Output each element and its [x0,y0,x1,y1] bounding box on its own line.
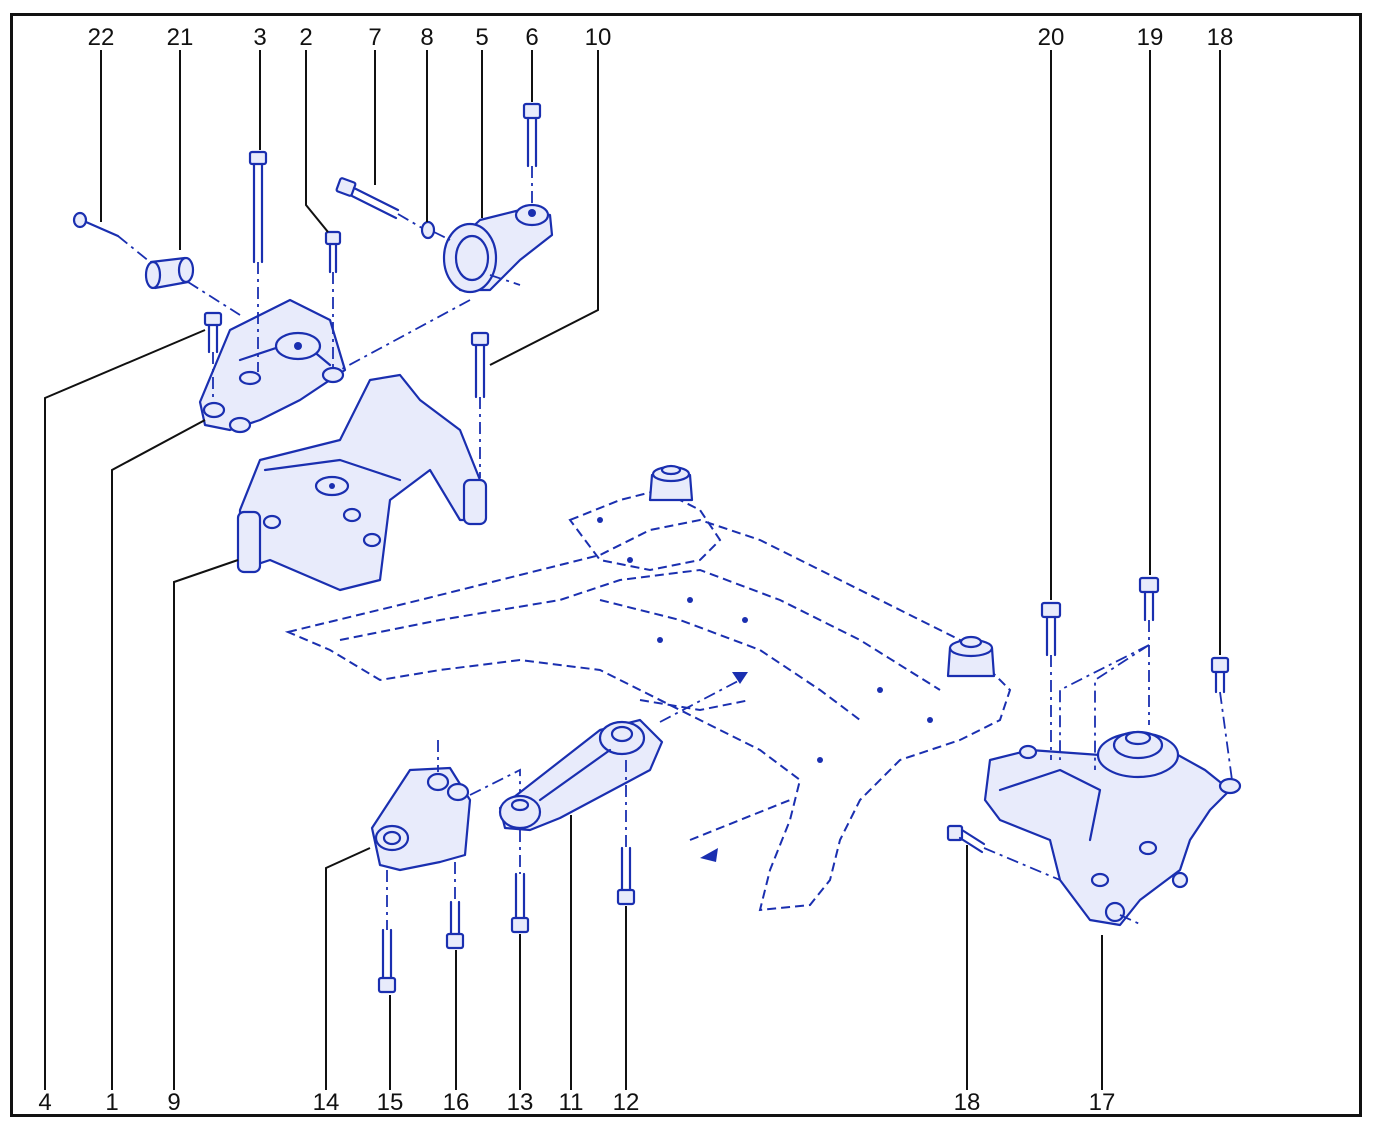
callout-7: 7 [368,24,381,51]
callout-17: 17 [1089,1089,1116,1116]
bolt-19 [1138,576,1160,622]
lower-torque-rod [498,718,664,832]
callout-22: 22 [88,24,115,51]
bolt-7 [335,177,400,220]
callout-9: 9 [167,1089,180,1116]
callout-15: 15 [377,1089,404,1116]
bolt-12 [616,846,636,906]
callout-5: 5 [475,24,488,51]
diagram-frame [10,13,1362,1117]
bolt-10 [470,331,490,399]
callout-21: 21 [167,24,194,51]
callout-numbers: 22 21 3 2 7 8 5 6 10 20 19 18 4 1 9 14 1… [38,24,1233,1116]
bolt-6 [522,102,542,168]
front-subframe [284,464,1012,912]
bolt-18-lower [946,824,986,854]
callout-4: 4 [38,1089,51,1116]
bolt-20 [1040,601,1062,657]
lower-mount-bracket [370,766,472,872]
callout-18-top: 18 [1207,24,1234,51]
callout-1: 1 [105,1089,118,1116]
leader-lines [44,50,1221,1090]
callout-18-bottom: 18 [954,1089,981,1116]
callout-10: 10 [585,24,612,51]
washer-8 [420,220,436,240]
bolt-2 [324,230,342,274]
right-engine-mount [983,730,1242,927]
callout-3: 3 [253,24,266,51]
callout-8: 8 [420,24,433,51]
engine-bracket [236,373,488,592]
upper-torque-rod [442,203,554,294]
callout-16: 16 [443,1089,470,1116]
bolt-22 [72,211,120,238]
callout-13: 13 [507,1089,534,1116]
callout-11: 11 [559,1089,584,1116]
bolt-15 [377,928,397,994]
left-engine-mount [198,298,347,434]
rubber-bush [144,256,195,290]
callout-20: 20 [1038,24,1065,51]
callout-19: 19 [1137,24,1164,51]
callout-6: 6 [525,24,538,51]
bolt-4 [203,311,223,354]
bolt-18-upper [1210,656,1230,694]
long-bolt-3 [248,150,268,264]
bolt-13 [510,872,530,934]
bolt-16 [445,900,465,950]
callout-12: 12 [613,1089,640,1116]
callout-14: 14 [313,1089,340,1116]
callout-2: 2 [299,24,312,51]
